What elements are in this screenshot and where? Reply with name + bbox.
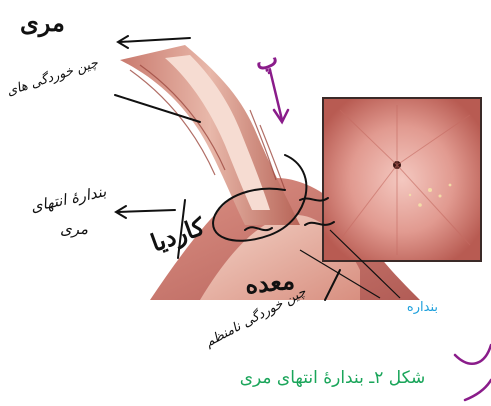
purple-curve: [455, 345, 491, 364]
esophagus-arrow: [120, 38, 190, 42]
sphincter-label: بنداره: [388, 300, 438, 315]
annotation-end-sphincter-line2: مری: [60, 220, 88, 238]
end-sphincter-arrow: [118, 210, 175, 212]
figure-caption: شکل ۲ـ بندارهٔ انتهای مری: [220, 368, 445, 388]
annotation-esophagus: مری: [20, 8, 65, 37]
endoscopic-view: [324, 99, 480, 260]
purple-curve-2: [465, 380, 491, 400]
